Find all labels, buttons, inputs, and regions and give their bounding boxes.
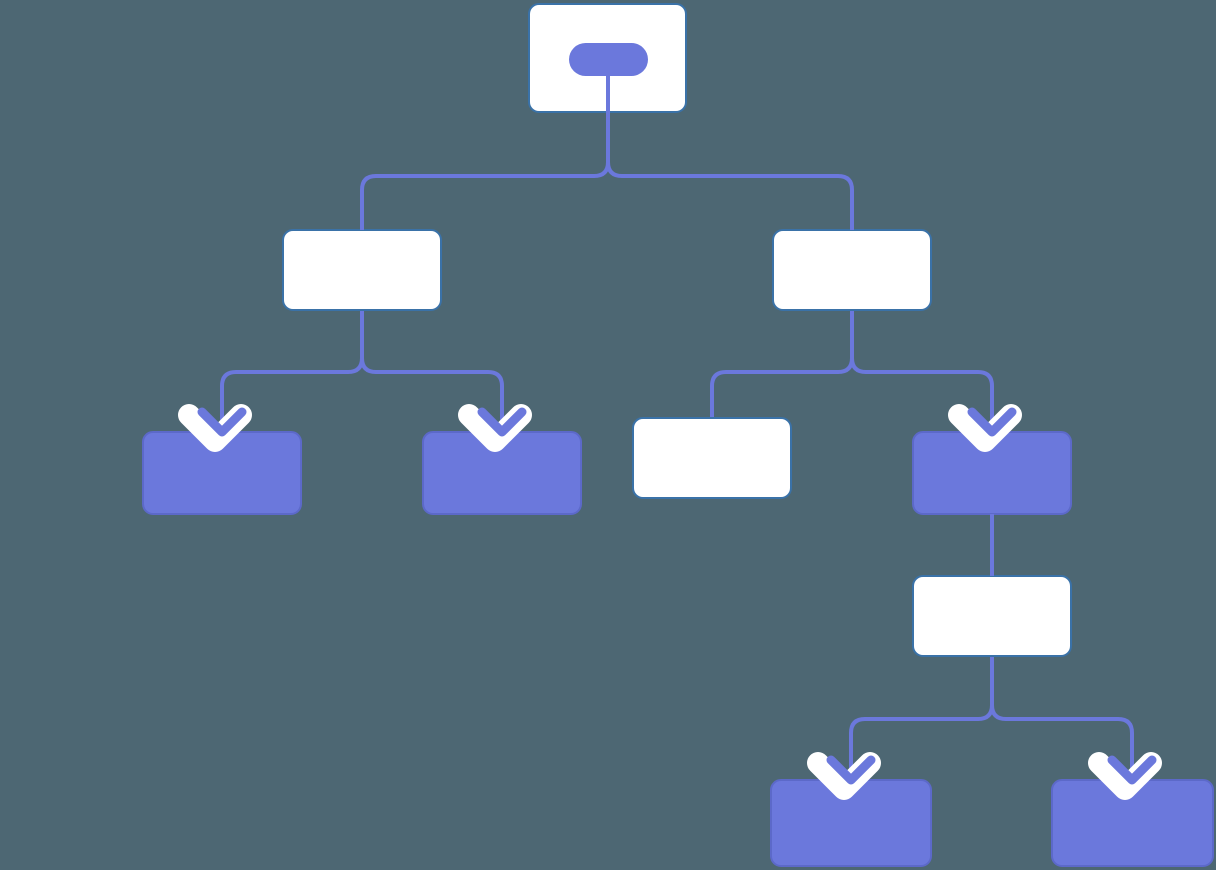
node-label-placeholder <box>569 43 648 76</box>
edge-level2right-to-node4 <box>850 253 994 422</box>
edge-level4-to-node6 <box>990 656 1134 770</box>
arrowhead-icon <box>826 755 876 785</box>
arrowhead-icon <box>967 407 1017 437</box>
edge-root-to-level2-right <box>606 76 854 230</box>
arrowhead-icon <box>477 407 527 437</box>
edge-level2left-to-node2 <box>360 253 504 422</box>
arrowhead-icon <box>197 407 247 437</box>
level3-node-3[interactable] <box>632 417 792 499</box>
arrowhead-icon <box>1107 755 1157 785</box>
